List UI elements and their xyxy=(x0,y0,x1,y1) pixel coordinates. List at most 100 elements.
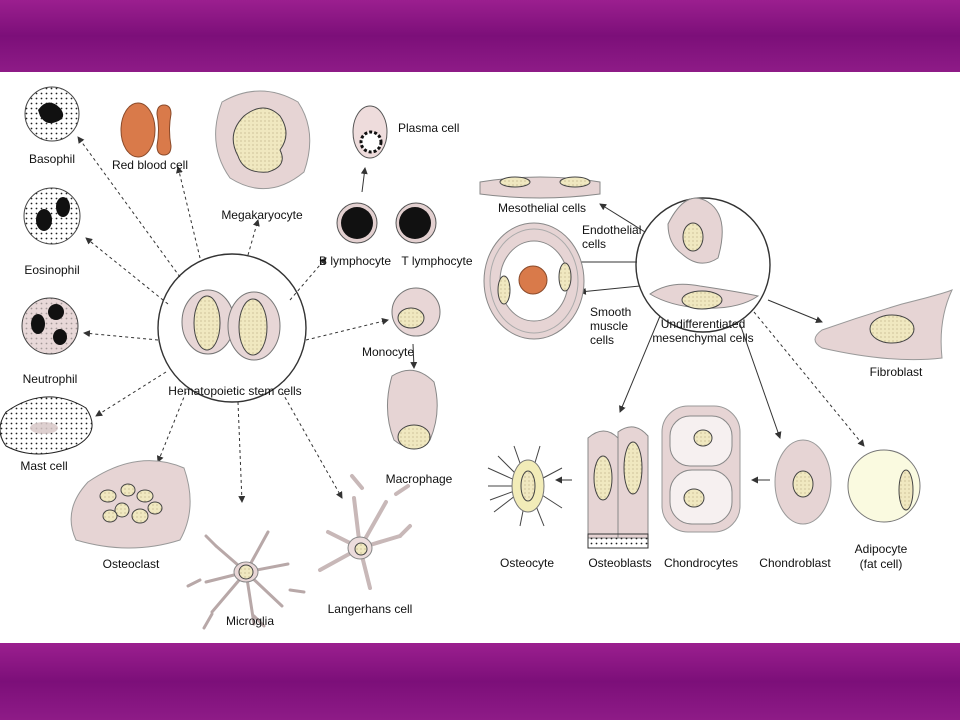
chondroblast: Chondroblast xyxy=(759,439,832,570)
endothelial-label-2: cells xyxy=(582,237,606,251)
arrow-basophil xyxy=(77,136,181,278)
macrophage-label: Macrophage xyxy=(386,472,453,486)
hematopoietic-label: Hematopoietic stem cells xyxy=(168,384,301,398)
arrow-osteoclast xyxy=(156,391,187,463)
b-lymph-label: B lymphocyte xyxy=(319,254,391,268)
basophil-nucleus xyxy=(38,102,64,124)
mesothelial-label: Mesothelial cells xyxy=(498,201,586,215)
neutrophil-lobe-a xyxy=(31,314,45,334)
chondrocyte-nucleus-b xyxy=(683,488,705,508)
neutrophil-lobe-c xyxy=(53,329,67,345)
osteoblast-nucleus-b xyxy=(623,441,643,495)
arrow-rbc xyxy=(176,166,201,259)
eosinophil: Eosinophil xyxy=(23,187,81,277)
chondrocytes-label: Chondrocytes xyxy=(664,556,738,570)
mast-cell: Mast cell xyxy=(0,396,93,473)
mesothelial-nucleus-a xyxy=(499,176,531,188)
arrow-eosinophil xyxy=(85,237,169,305)
mast-label: Mast cell xyxy=(20,459,67,473)
mesenchymal-center: Undifferentiated mesenchymal cells xyxy=(635,197,771,345)
plasma-cell: Plasma cell xyxy=(352,105,459,159)
arrow-fibroblast xyxy=(767,299,823,323)
osteoblast-matrix xyxy=(587,533,649,549)
arrow-megakaryocyte xyxy=(247,219,260,256)
mast-cell-nucleus xyxy=(30,422,58,434)
langerhans-label: Langerhans cell xyxy=(328,602,413,616)
cell-lineage-diagram: Hematopoietic stem cells Basophil Red bl… xyxy=(0,72,960,643)
neutrophil: Neutrophil xyxy=(21,297,79,386)
neutrophil-label: Neutrophil xyxy=(23,372,78,386)
adipocyte-label-1: Adipocyte xyxy=(855,542,908,556)
eosinophil-lobe-b xyxy=(56,197,70,217)
mesenchymal-nucleus-b xyxy=(681,290,723,310)
eosinophil-cell xyxy=(23,187,81,245)
plasma-label: Plasma cell xyxy=(398,121,459,135)
megakaryocyte-label: Megakaryocyte xyxy=(221,208,303,222)
rbc-face xyxy=(120,102,156,158)
rbc-label: Red blood cell xyxy=(112,158,188,172)
osteoblasts-label: Osteoblasts xyxy=(588,556,651,570)
bottom-banner xyxy=(0,643,960,720)
smooth-label-1: Smooth xyxy=(590,305,631,319)
plasma-cell-nucleus xyxy=(359,130,383,154)
adipocyte-label-2: (fat cell) xyxy=(860,557,903,571)
hematopoietic-center: Hematopoietic stem cells xyxy=(157,253,307,403)
mesothelial-cells: Mesothelial cells xyxy=(479,176,601,215)
diagram-svg: Hematopoietic stem cells Basophil Red bl… xyxy=(0,86,953,630)
neutrophil-granules xyxy=(22,298,78,354)
mes-dashed-arrows xyxy=(753,311,865,447)
osteoclast: Osteoclast xyxy=(70,460,191,571)
adipocyte: Adipocyte (fat cell) xyxy=(847,449,921,571)
chondrocyte-nucleus-a xyxy=(693,429,713,447)
arrow-macrophage xyxy=(410,343,418,369)
vessel-nucleus-a xyxy=(497,275,511,305)
arrow-osteoblasts xyxy=(619,315,661,413)
vessel-rbc xyxy=(518,265,548,295)
rbc-side xyxy=(156,104,172,156)
basophil-label: Basophil xyxy=(29,152,75,166)
osteoblast-nucleus-a xyxy=(593,455,613,501)
neutrophil-lobe-b xyxy=(48,304,64,320)
t-lymph-label: T lymphocyte xyxy=(401,254,472,268)
b-lymphocyte: B lymphocyte xyxy=(319,202,391,268)
microglia-processes xyxy=(186,530,306,630)
top-banner xyxy=(0,0,960,72)
vessel-nucleus-b xyxy=(558,262,572,292)
osteoblasts: Osteoblasts xyxy=(587,426,652,570)
blood-vessel: Endothelial cells Smooth muscle cells xyxy=(483,222,641,347)
arrow-monocyte xyxy=(305,318,389,341)
fibroblast-label: Fibroblast xyxy=(870,365,923,379)
arrow-mast xyxy=(95,371,167,417)
b-lymph-nucleus xyxy=(341,207,373,239)
chondroblast-nucleus xyxy=(792,470,814,498)
osteoclast-label: Osteoclast xyxy=(103,557,160,571)
eosinophil-label: Eosinophil xyxy=(24,263,79,277)
mesenchymal-label-2: mesenchymal cells xyxy=(652,331,753,345)
arrow-microglia xyxy=(237,401,246,503)
adipocyte-nucleus xyxy=(898,469,914,511)
microglia-label: Microglia xyxy=(226,614,274,628)
osteocyte-label: Osteocyte xyxy=(500,556,554,570)
t-lymphocyte: T lymphocyte xyxy=(395,202,473,268)
arrow-smooth xyxy=(579,285,641,295)
langerhans-cell: Langerhans cell xyxy=(318,474,413,616)
mesothelial-nucleus-b xyxy=(559,176,591,188)
arrow-chondroblast xyxy=(739,323,782,439)
t-lymph-nucleus xyxy=(399,207,431,239)
hema-arrows xyxy=(77,136,389,503)
langerhans-nucleus xyxy=(354,542,368,556)
monocyte: Monocyte xyxy=(362,287,441,359)
langerhans-processes xyxy=(318,474,412,590)
macrophage-nucleus xyxy=(397,424,431,450)
fibroblast-nucleus xyxy=(869,314,915,344)
basophil: Basophil xyxy=(24,86,80,166)
arrow-langerhans xyxy=(281,391,343,499)
osteoclast-cell xyxy=(70,460,191,549)
arrow-adipocyte xyxy=(753,311,865,447)
monocyte-nucleus xyxy=(397,307,425,329)
microglia-nucleus xyxy=(238,564,254,580)
macrophage: Macrophage xyxy=(386,369,453,486)
chondrocytes: Chondrocytes xyxy=(661,405,741,570)
chondroblast-label: Chondroblast xyxy=(759,556,831,570)
osteoclast-nuclei xyxy=(99,483,163,524)
